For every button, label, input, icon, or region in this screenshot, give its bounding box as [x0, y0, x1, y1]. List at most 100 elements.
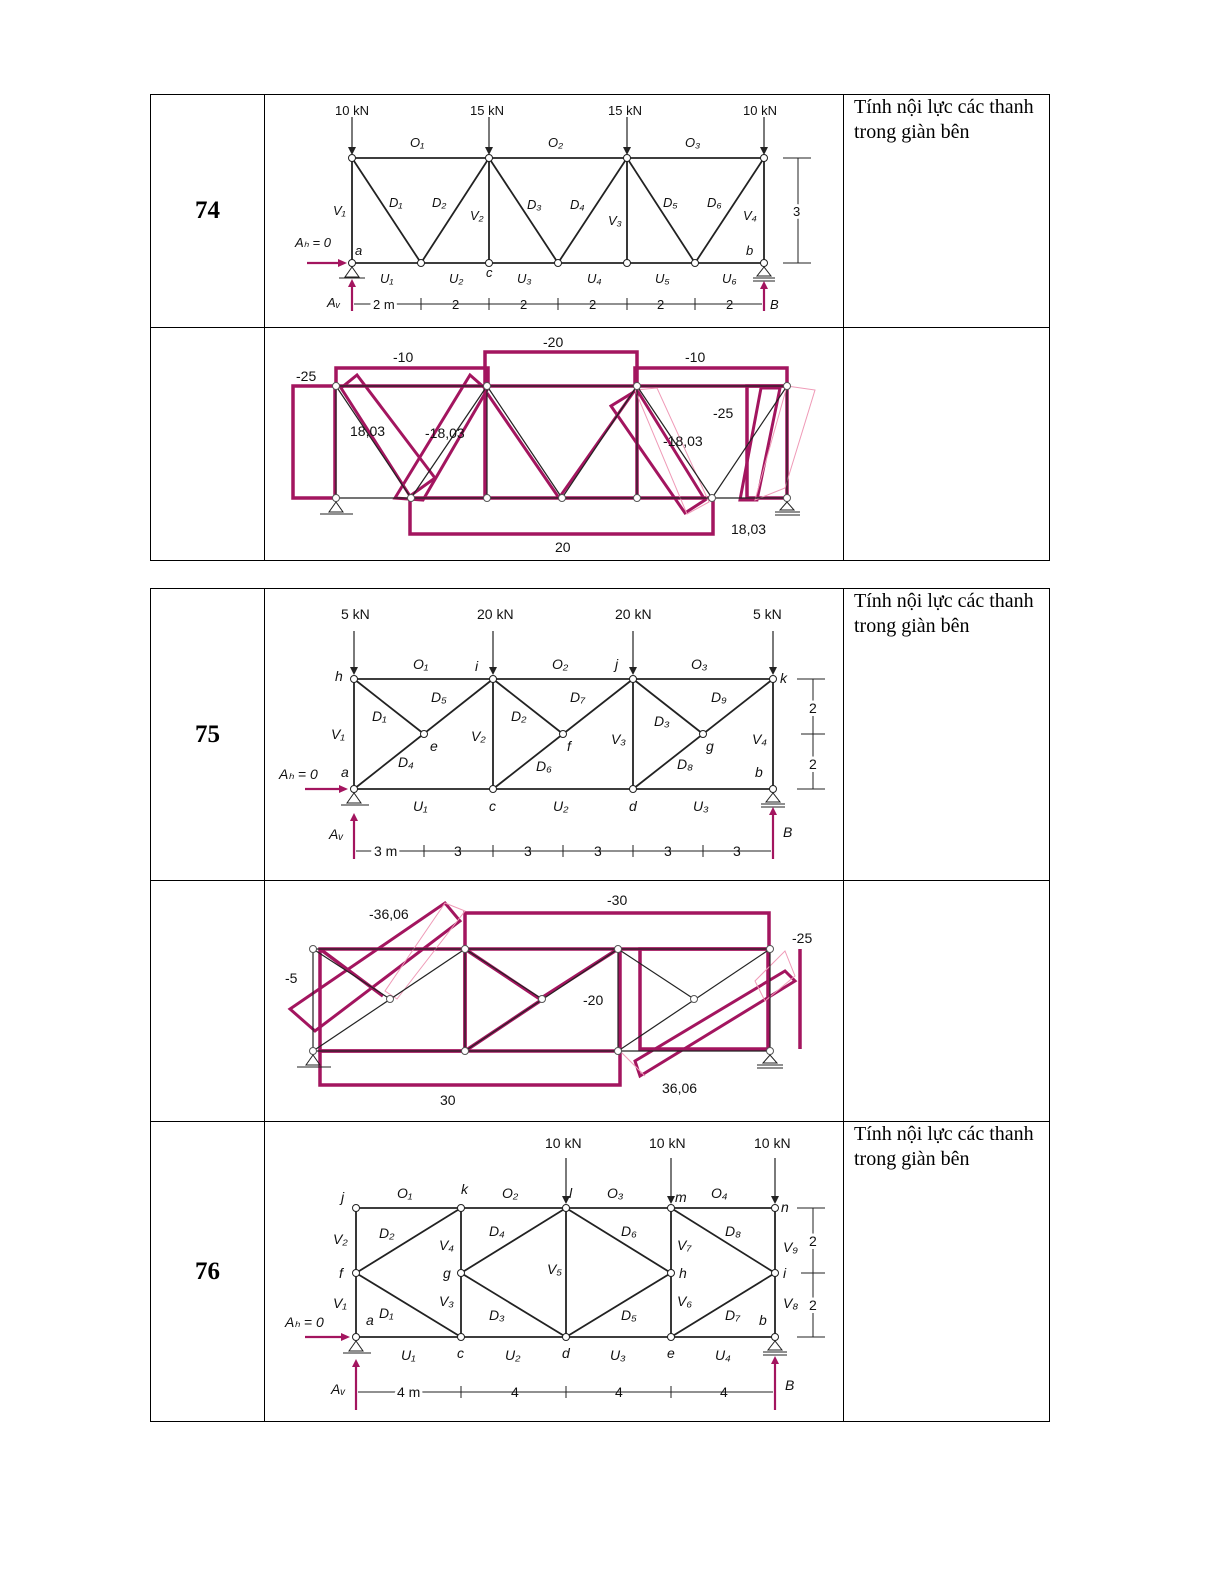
svg-text:V₅: V₅	[547, 1261, 562, 1277]
svg-text:e: e	[430, 738, 438, 754]
svg-text:V₆: V₆	[677, 1293, 692, 1309]
svg-text:3: 3	[664, 843, 672, 859]
force-value: 30	[440, 1092, 456, 1108]
svg-text:B: B	[770, 297, 779, 312]
force-diagram-74-drawing: -10 -20 -10 -25 18,03 -18,03 -18,03 -25 …	[291, 334, 816, 555]
svg-text:c: c	[457, 1345, 464, 1361]
svg-text:h: h	[679, 1265, 687, 1281]
svg-text:k: k	[780, 670, 788, 686]
load-label: 5 kN	[341, 606, 370, 622]
force-value: 18,03	[731, 521, 766, 537]
force-value: 20	[555, 539, 571, 555]
svg-text:V₁: V₁	[331, 726, 345, 742]
force-value: -10	[685, 349, 705, 365]
svg-text:3: 3	[793, 204, 800, 219]
svg-text:3 m: 3 m	[374, 843, 397, 859]
truss-74-drawing: 10 kN 15 kN 15 kN 10 kN	[294, 103, 811, 315]
problem-number: 76	[150, 1121, 265, 1422]
svg-text:3: 3	[594, 843, 602, 859]
svg-text:O₂: O₂	[502, 1185, 519, 1201]
svg-text:O₄: O₄	[711, 1185, 728, 1201]
svg-text:D₂: D₂	[432, 195, 446, 210]
svg-text:V₉: V₉	[783, 1239, 798, 1255]
load-label: 10 kN	[743, 103, 777, 118]
load-label: 15 kN	[608, 103, 642, 118]
svg-text:i: i	[783, 1265, 787, 1281]
svg-text:3: 3	[793, 204, 800, 219]
force-value: 36,06	[662, 1080, 697, 1096]
svg-text:D₈: D₈	[677, 756, 693, 772]
svg-text:a: a	[341, 764, 349, 780]
svg-text:V₈: V₈	[783, 1295, 798, 1311]
svg-text:g: g	[443, 1265, 451, 1281]
force-value: -20	[543, 334, 563, 350]
svg-text:c: c	[486, 265, 493, 280]
svg-text:V₃: V₃	[608, 213, 622, 228]
svg-text:U₃: U₃	[517, 271, 532, 286]
svg-text:d: d	[562, 1345, 571, 1361]
load-label: 20 kN	[477, 606, 514, 622]
svg-text:V₃: V₃	[439, 1293, 454, 1309]
svg-text:D₈: D₈	[725, 1223, 741, 1239]
svg-text:d: d	[629, 798, 638, 814]
svg-text:U₁: U₁	[401, 1347, 416, 1363]
truss-figure-76: 10 kN 10 kN 10 kN 4 m	[263, 1121, 844, 1422]
svg-text:O₂: O₂	[548, 135, 563, 150]
svg-text:l: l	[569, 1185, 573, 1201]
svg-text:U₃: U₃	[693, 798, 709, 814]
svg-text:2: 2	[809, 756, 817, 772]
svg-text:4: 4	[615, 1384, 623, 1400]
svg-text:i: i	[475, 658, 479, 674]
svg-text:D₆: D₆	[707, 195, 722, 210]
svg-text:U₄: U₄	[587, 271, 602, 286]
svg-text:V₄: V₄	[439, 1237, 454, 1253]
force-value: -25	[792, 930, 812, 946]
svg-text:2: 2	[809, 700, 817, 716]
force-value: -20	[583, 992, 603, 1008]
truss-figure-75: 5 kN 20 kN 20 kN 5 kN	[263, 588, 844, 881]
svg-text:V₄: V₄	[743, 208, 757, 223]
force-diagram-74: -10 -20 -10 -25 18,03 -18,03 -18,03 -25 …	[263, 327, 844, 561]
svg-text:B: B	[783, 824, 792, 840]
svg-text:D₃: D₃	[527, 197, 542, 212]
svg-text:V₂: V₂	[471, 728, 486, 744]
svg-text:D₉: D₉	[711, 689, 727, 705]
svg-text:f: f	[339, 1265, 345, 1281]
svg-text:D₄: D₄	[398, 754, 414, 770]
svg-text:m: m	[675, 1189, 687, 1205]
svg-text:Aₕ = 0: Aₕ = 0	[284, 1314, 324, 1330]
truss-75-drawing: 5 kN 20 kN 20 kN 5 kN	[278, 606, 825, 862]
truss-76-drawing: 10 kN 10 kN 10 kN 4 m	[284, 1135, 825, 1410]
svg-text:3: 3	[454, 843, 462, 859]
load-label: 15 kN	[470, 103, 504, 118]
svg-text:V₁: V₁	[333, 1295, 347, 1311]
force-value: -18,03	[425, 425, 465, 441]
svg-text:2: 2	[809, 1233, 817, 1249]
force-value: -10	[393, 349, 413, 365]
svg-text:V₄: V₄	[752, 731, 767, 747]
force-diagram-75-drawing: -36,06 -30 -25 -5 -20 30 36,06	[285, 892, 812, 1108]
svg-text:2 m: 2 m	[373, 297, 395, 312]
force-value: -25	[296, 368, 316, 384]
svg-text:D₂: D₂	[511, 708, 527, 724]
svg-text:O₁: O₁	[397, 1185, 413, 1201]
svg-text:2: 2	[809, 1297, 817, 1313]
svg-text:D₃: D₃	[489, 1307, 505, 1323]
svg-text:k: k	[461, 1181, 469, 1197]
svg-text:D₅: D₅	[663, 195, 678, 210]
svg-text:b: b	[759, 1312, 767, 1328]
truss-figure-74: 10 kN 15 kN 15 kN 10 kN	[263, 94, 844, 328]
svg-text:D₆: D₆	[536, 758, 552, 774]
svg-text:D₆: D₆	[621, 1223, 637, 1239]
svg-text:D₁: D₁	[379, 1305, 394, 1321]
svg-text:V₇: V₇	[677, 1237, 692, 1253]
svg-text:j: j	[339, 1189, 345, 1205]
svg-text:4 m: 4 m	[397, 1384, 420, 1400]
svg-text:2: 2	[589, 297, 596, 312]
force-value: -25	[713, 405, 733, 421]
force-value: -30	[607, 892, 627, 908]
svg-text:2: 2	[809, 1233, 817, 1249]
svg-text:3: 3	[524, 843, 532, 859]
svg-text:O₃: O₃	[685, 135, 700, 150]
svg-text:2: 2	[726, 297, 733, 312]
